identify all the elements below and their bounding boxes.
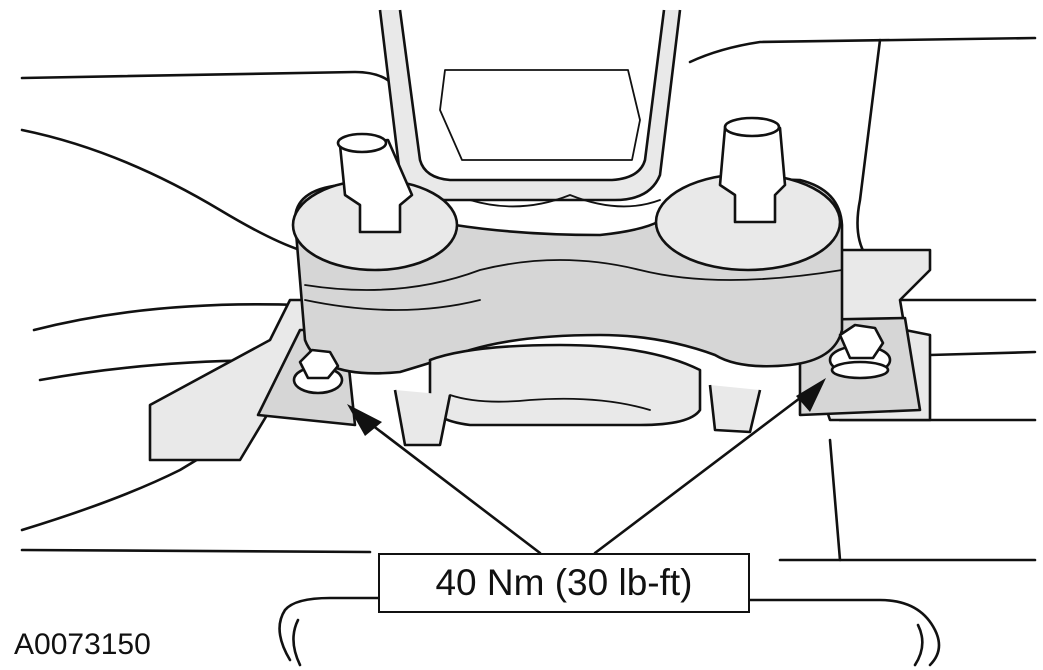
rubber-isolator (291, 172, 844, 375)
exhaust-pipe-outline (278, 596, 941, 667)
torque-leader-lines (353, 390, 810, 555)
hex-flange-bolt-right-icon (828, 323, 892, 380)
arrow-head-icon (347, 378, 826, 436)
figure-id-label: A0073150 (14, 628, 151, 661)
torque-callout: 40 Nm (30 lb-ft) (378, 553, 750, 613)
hanger-strap (393, 343, 762, 447)
hanger-pin-right (718, 116, 787, 224)
hex-flange-bolt-left-icon (292, 348, 344, 395)
hanger-pin-left (336, 132, 414, 234)
frame-hanger (378, 9, 682, 208)
